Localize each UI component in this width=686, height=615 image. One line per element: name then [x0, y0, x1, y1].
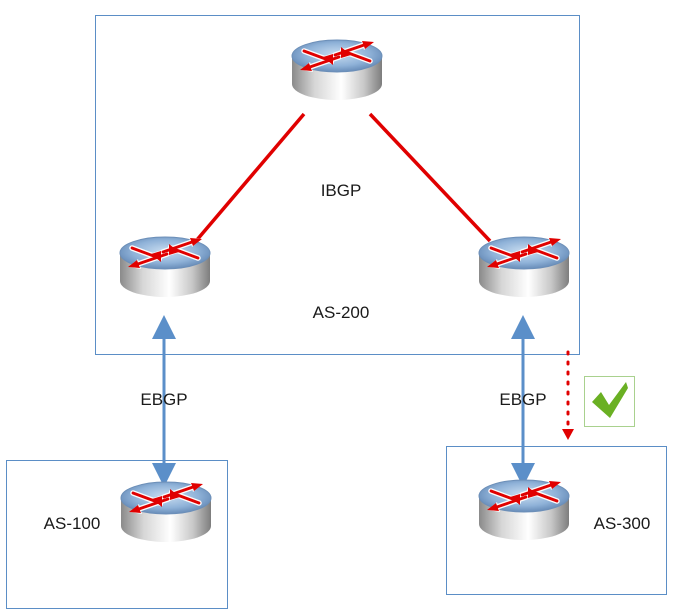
checkmark-icon	[584, 376, 635, 427]
as-200-label: AS-200	[313, 303, 370, 322]
as-300-box	[446, 446, 667, 595]
router-icon	[121, 482, 211, 542]
as-100-box	[6, 460, 228, 609]
dotted-arrow-head	[562, 429, 574, 440]
ebgp-right-label: EBGP	[499, 390, 546, 409]
ibgp-label: IBGP	[321, 181, 362, 200]
router-icon	[479, 480, 569, 540]
as-200-box	[95, 15, 580, 355]
as-300-label: AS-300	[594, 514, 651, 533]
router-icon	[292, 40, 382, 100]
as-100-label: AS-100	[44, 514, 101, 533]
ibgp-link-right	[368, 112, 492, 243]
ibgp-link-left	[194, 112, 306, 243]
router-icon	[120, 237, 210, 297]
router-icon	[479, 237, 569, 297]
ebgp-left-label: EBGP	[140, 390, 187, 409]
